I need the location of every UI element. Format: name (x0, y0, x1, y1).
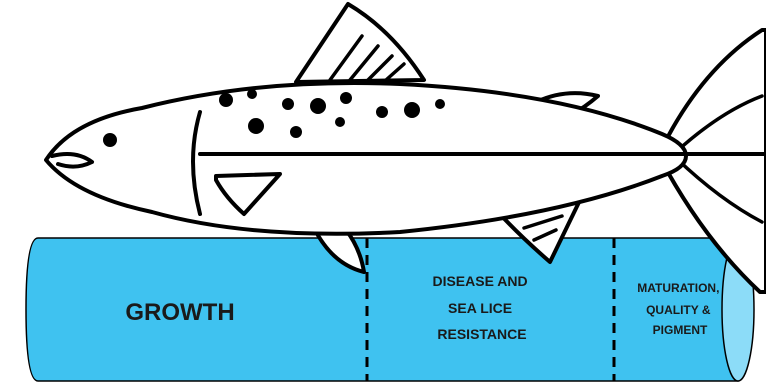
spot (310, 98, 326, 114)
spot (248, 118, 264, 134)
fish-body (46, 83, 686, 234)
spot (282, 98, 294, 110)
spot (247, 89, 257, 99)
spot (335, 117, 345, 127)
eye (103, 133, 117, 147)
spot (219, 93, 233, 107)
spot (376, 106, 388, 118)
spot (340, 92, 352, 104)
segment-label-growth: GROWTH (125, 299, 234, 326)
spot (290, 126, 302, 138)
spot (435, 99, 445, 109)
spot (404, 102, 420, 118)
trait-cylinder: GROWTH DISEASE AND SEA LICE RESISTANCE M… (26, 238, 754, 381)
